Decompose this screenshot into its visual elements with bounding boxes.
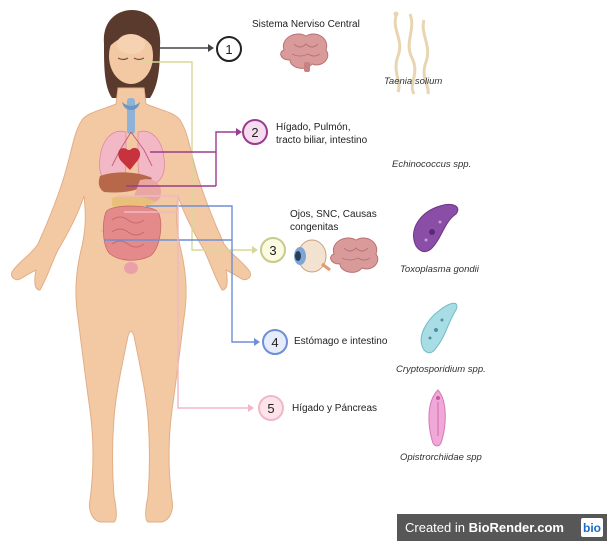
arrow-5 (248, 404, 254, 412)
biorender-logo-icon: bio (581, 518, 603, 537)
label-5: Hígado y Páncreas (292, 402, 377, 415)
marker-3: 3 (260, 237, 286, 263)
arrow-4 (254, 338, 260, 346)
organism-4: Cryptosporidium spp. (396, 363, 486, 376)
organism-2: Echinococcus spp. (392, 158, 471, 171)
human-figure (12, 10, 251, 522)
fluke-icon (429, 390, 445, 446)
label-2-line1: Hígado, Pulmón, (276, 121, 351, 134)
trachea (127, 98, 135, 134)
marker-1: 1 (216, 36, 242, 62)
watermark-text: Created in BioRender.com (397, 520, 564, 535)
biorender-watermark[interactable]: Created in BioRender.com bio (397, 514, 607, 541)
label-2-line2: tracto biliar, intestino (276, 134, 367, 147)
marker-5: 5 (258, 395, 284, 421)
organism-1: Taenia solium (384, 75, 442, 88)
label-4: Estómago e intestino (294, 335, 387, 348)
brain-icon (281, 34, 328, 72)
organism-5: Opistrorchiidae spp (400, 451, 482, 464)
marker-2: 2 (242, 119, 268, 145)
eye-icon (294, 240, 330, 272)
cryptosporidium-icon (421, 303, 457, 353)
arrow-3 (252, 246, 258, 254)
small-intestine (103, 206, 160, 260)
label-1: Sistema Nerviso Central (252, 18, 360, 31)
connector-2-stem (216, 132, 236, 186)
bladder (124, 262, 138, 274)
brain-icon-2 (331, 238, 378, 272)
arrow-1 (208, 44, 214, 52)
toxoplasma-icon (413, 204, 457, 251)
organism-3: Toxoplasma gondii (400, 263, 479, 276)
head-brain (117, 34, 145, 54)
label-3-line1: Ojos, SNC, Causas (290, 208, 377, 221)
label-3-line2: congenitas (290, 221, 338, 234)
marker-4: 4 (262, 329, 288, 355)
